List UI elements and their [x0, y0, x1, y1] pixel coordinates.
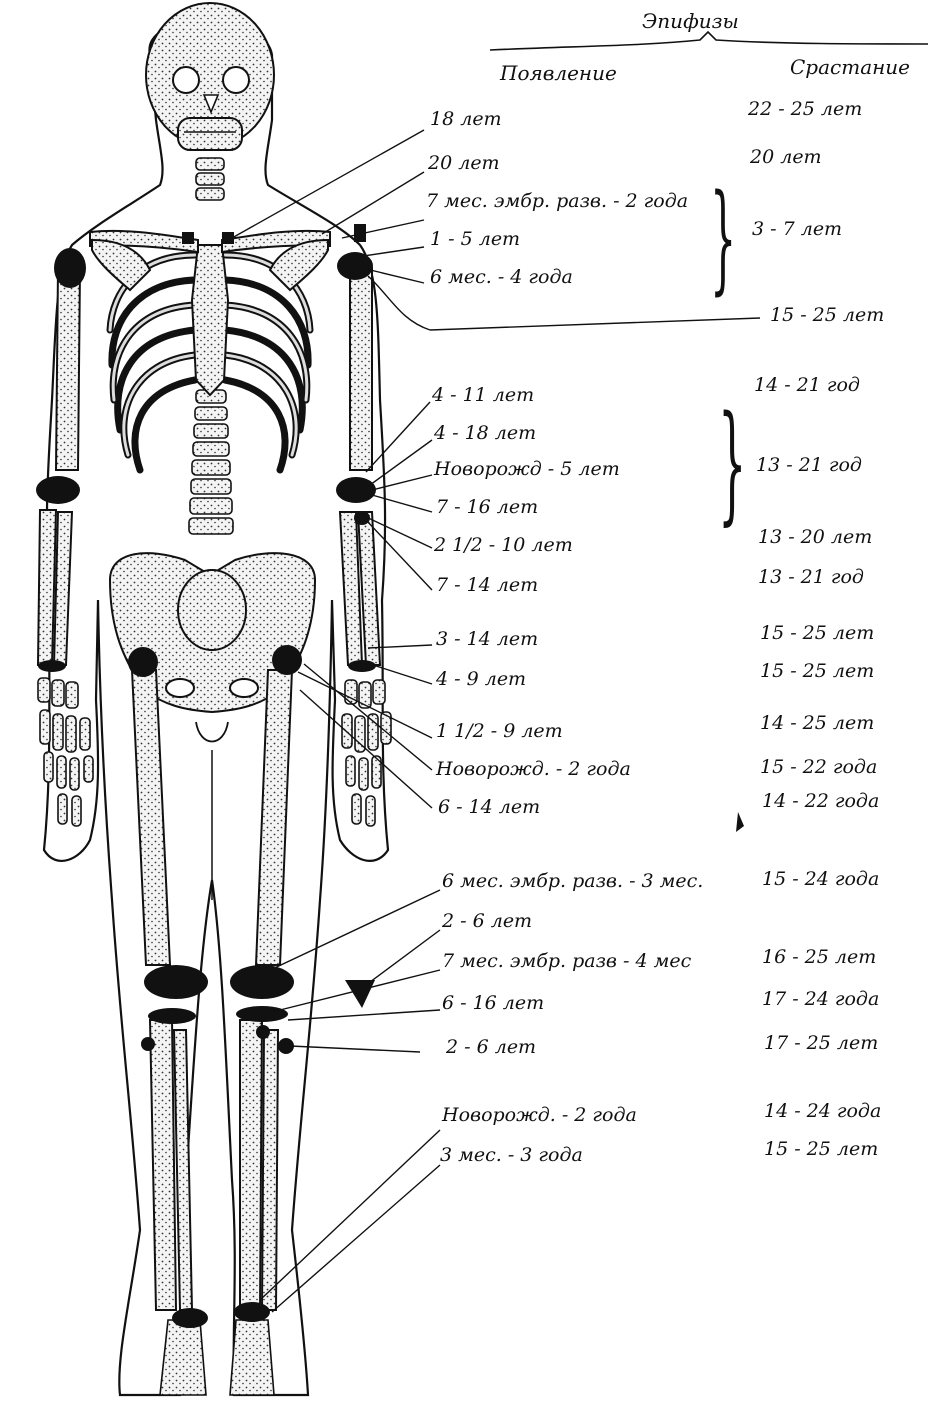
right-brace: } — [718, 400, 747, 528]
appearance-label: 6 - 16 лет — [442, 992, 544, 1014]
appearance-label: 2 - 6 лет — [442, 910, 532, 932]
sacrum — [178, 570, 246, 650]
appearance-label: 2 - 6 лет — [446, 1036, 536, 1058]
fusion-label: 16 - 25 лет — [762, 946, 876, 968]
right-brace: } — [710, 178, 736, 296]
appearance-label: 6 мес. эмбр. разв. - 3 мес. — [442, 870, 703, 892]
appearance-label: 7 мес. эмбр. разв. - 2 года — [426, 190, 688, 212]
appearance-label: 18 лет — [430, 108, 502, 130]
fusion-label: 17 - 25 лет — [764, 1032, 878, 1054]
fusion-label: 17 - 24 года — [762, 988, 879, 1010]
genital-mark — [196, 722, 228, 742]
sternum — [192, 245, 228, 395]
appearance-label: 3 - 14 лет — [436, 628, 538, 650]
appearance-label: 7 - 14 лет — [436, 574, 538, 596]
stray-mark — [736, 812, 744, 832]
appearance-label: Новорожд - 5 лет — [434, 458, 620, 480]
fusion-label: 14 - 25 лет — [760, 712, 874, 734]
appearance-label: 6 - 14 лет — [438, 796, 540, 818]
fusion-label: 13 - 20 лет — [758, 526, 872, 548]
fusion-label: 13 - 21 год — [756, 454, 862, 476]
header-brace — [490, 32, 928, 50]
appearance-label: 20 лет — [428, 152, 500, 174]
appearance-label: 1 1/2 - 9 лет — [436, 720, 563, 742]
appearance-label: 4 - 11 лет — [432, 384, 534, 406]
fusion-label: 13 - 21 год — [758, 566, 864, 588]
header-title: Эпифизы — [642, 10, 739, 32]
fusion-label: 15 - 25 лет — [760, 660, 874, 682]
fusion-label: 22 - 25 лет — [748, 98, 862, 120]
obturator-right — [230, 679, 258, 697]
appearance-label: 4 - 9 лет — [436, 668, 526, 690]
fusion-label: 20 лет — [750, 146, 822, 168]
appearance-label: 1 - 5 лет — [430, 228, 520, 250]
fusion-label: 15 - 22 года — [760, 756, 877, 778]
fusion-label: 15 - 24 года — [762, 868, 879, 890]
fusion-label: 15 - 25 лет — [760, 622, 874, 644]
column-header-appearance: Появление — [500, 62, 617, 84]
skull — [146, 3, 274, 150]
appearance-label: 6 мес. - 4 года — [430, 266, 573, 288]
fusion-label: 15 - 25 лет — [770, 304, 884, 326]
obturator-left — [166, 679, 194, 697]
fusion-label: 14 - 22 года — [762, 790, 879, 812]
appearance-label: Новорожд. - 2 года — [442, 1104, 637, 1126]
appearance-label: 7 мес. эмбр. разв - 4 мес — [442, 950, 691, 972]
fusion-label: 3 - 7 лет — [752, 218, 842, 240]
column-header-fusion: Срастание — [790, 56, 910, 78]
appearance-label: 2 1/2 - 10 лет — [434, 534, 573, 556]
appearance-label: 3 мес. - 3 года — [440, 1144, 583, 1166]
appearance-label: 4 - 18 лет — [434, 422, 536, 444]
fusion-label: 14 - 24 года — [764, 1100, 881, 1122]
foot-bones — [160, 1320, 274, 1395]
appearance-label: 7 - 16 лет — [436, 496, 538, 518]
fusion-label: 14 - 21 год — [754, 374, 860, 396]
fusion-label: 15 - 25 лет — [764, 1138, 878, 1160]
appearance-label: Новорожд. - 2 года — [436, 758, 631, 780]
